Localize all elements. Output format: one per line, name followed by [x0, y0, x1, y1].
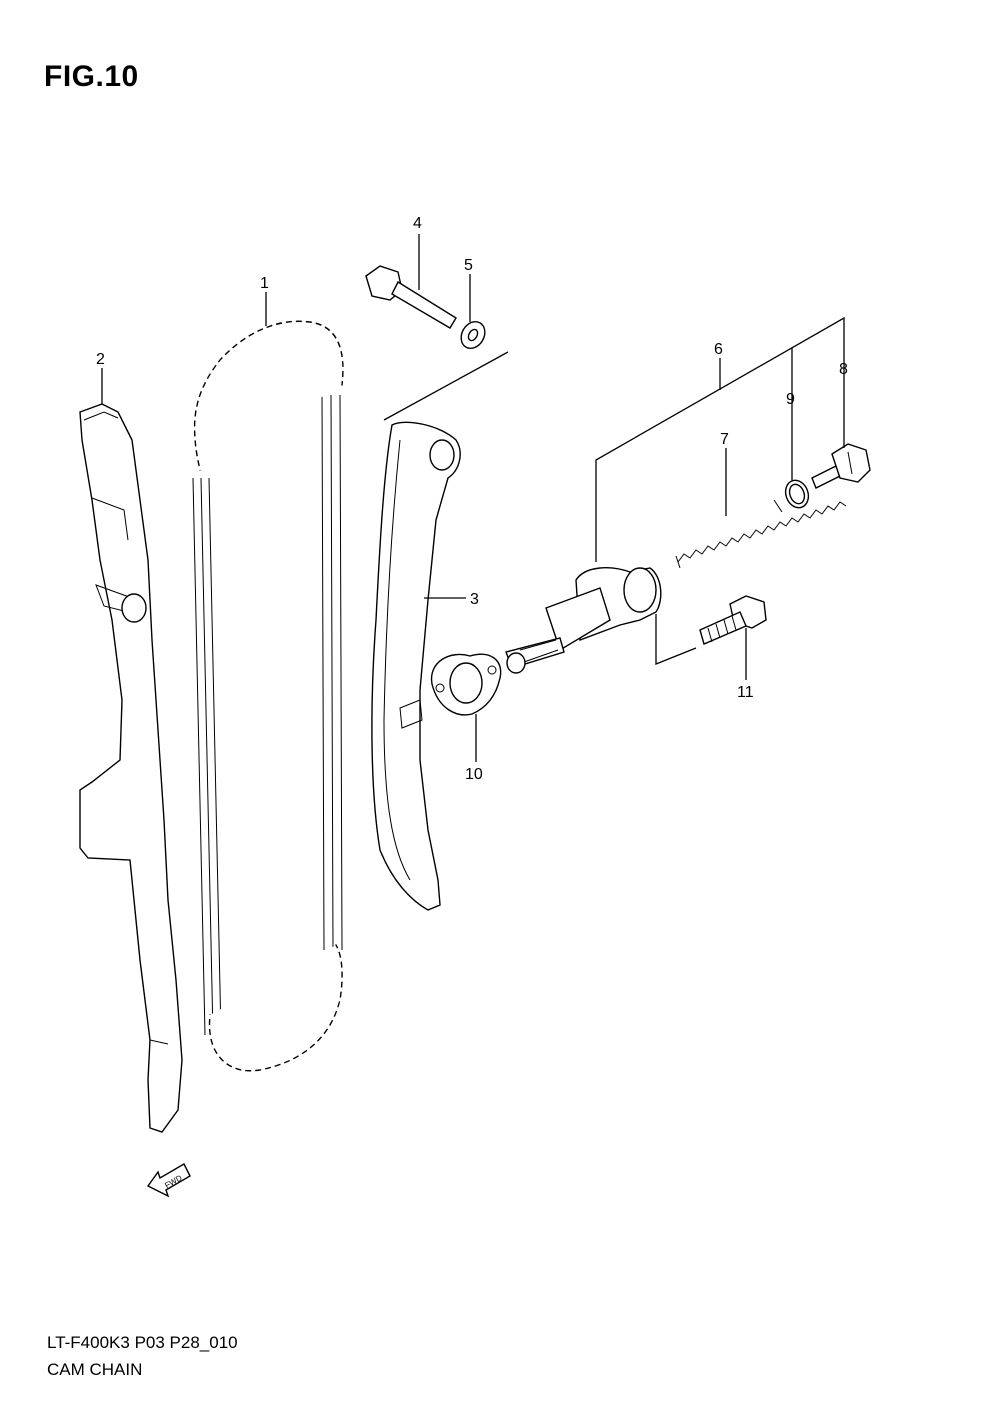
- spring-part[interactable]: [675, 499, 847, 569]
- washer-part[interactable]: [456, 317, 489, 352]
- figure-name: CAM CHAIN: [47, 1360, 143, 1379]
- cap-bolt-part[interactable]: [811, 443, 871, 489]
- gasket-part[interactable]: [430, 653, 502, 716]
- chain-guide-part[interactable]: [79, 403, 183, 1133]
- callout-11: 11: [737, 684, 754, 701]
- callout-6: 6: [714, 341, 723, 358]
- figure-title: FIG.10: [44, 60, 139, 93]
- callout-5: 5: [464, 257, 473, 274]
- callout-9: 9: [786, 391, 795, 408]
- callout-2: 2: [96, 351, 105, 368]
- callout-7: 7: [720, 431, 729, 448]
- callout-4: 4: [413, 215, 422, 232]
- adjuster-bolt-part[interactable]: [699, 595, 767, 645]
- forward-arrow-icon: FWD: [146, 1163, 191, 1198]
- callout-10: 10: [465, 766, 483, 783]
- figure-code: LT-F400K3 P03 P28_010: [47, 1333, 238, 1352]
- cam-chain-part[interactable]: [192, 319, 345, 1073]
- callout-8: 8: [839, 361, 848, 378]
- leader-lines: [101, 234, 845, 762]
- callout-1: 1: [260, 275, 269, 292]
- tensioner-bolt-part[interactable]: [365, 265, 457, 329]
- callout-3: 3: [470, 591, 479, 608]
- tensioner-arm-part[interactable]: [371, 421, 461, 911]
- o-ring-part[interactable]: [782, 477, 812, 511]
- tensioner-adjuster-part[interactable]: [505, 567, 662, 674]
